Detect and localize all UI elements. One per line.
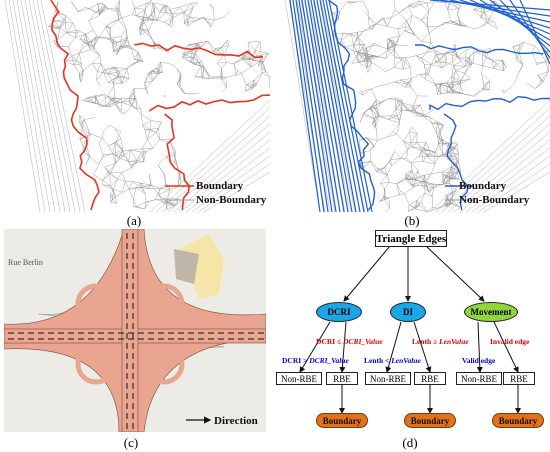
di-left-rule: Lenth < LenValue xyxy=(364,356,421,365)
di-criterion-node: DI xyxy=(390,302,426,322)
movement-criterion-node: Movement xyxy=(464,302,518,322)
caption-c: (c) xyxy=(123,435,139,450)
movement-boundary-result: Boundary xyxy=(492,413,544,428)
dcri-right-rule: DCRI ≤ DCRI_Value xyxy=(316,337,383,346)
dcri-non-rbe-leaf: Non-RBE xyxy=(276,372,322,385)
caption-a: (a) xyxy=(126,213,142,228)
dcri-boundary-result: Boundary xyxy=(316,413,368,428)
panel-a-mesh xyxy=(0,0,270,212)
di-right-rule: Lenth ≥ LenValue xyxy=(412,337,469,346)
di-boundary-result: Boundary xyxy=(404,413,456,428)
dcri-rbe-leaf: RBE xyxy=(326,372,358,385)
panel-b-mesh xyxy=(280,0,550,212)
map-street-label: Rue Berlin xyxy=(8,258,43,267)
panel-a-legend-non-boundary: Non-Boundary xyxy=(196,194,267,206)
panel-a-triangulation xyxy=(4,0,270,212)
interchange-road-map xyxy=(4,229,266,432)
caption-d: (d) xyxy=(402,435,418,450)
movement-right-rule: Invalid edge xyxy=(490,337,530,346)
dcri-criterion-node: DCRI xyxy=(316,302,362,322)
movement-left-rule: Valid edge xyxy=(462,356,496,365)
panel-b-triangulation xyxy=(284,0,550,212)
movement-rbe-leaf: RBE xyxy=(503,372,535,385)
triangle-edges-root-node: Triangle Edges xyxy=(375,230,447,247)
panel-b-legend-non-boundary: Non-Boundary xyxy=(459,194,530,206)
panel-c-map xyxy=(4,229,266,432)
panel-a-legend-boundary: Boundary xyxy=(196,180,244,192)
panel-b-legend-boundary: Boundary xyxy=(459,180,507,192)
direction-legend-label: Direction xyxy=(214,415,258,427)
di-non-rbe-leaf: Non-RBE xyxy=(365,372,411,385)
dcri-left-rule: DCRI > DCRI_Value xyxy=(282,356,349,365)
caption-b: (b) xyxy=(404,213,420,228)
di-rbe-leaf: RBE xyxy=(414,372,446,385)
movement-non-rbe-leaf: Non-RBE xyxy=(456,372,502,385)
